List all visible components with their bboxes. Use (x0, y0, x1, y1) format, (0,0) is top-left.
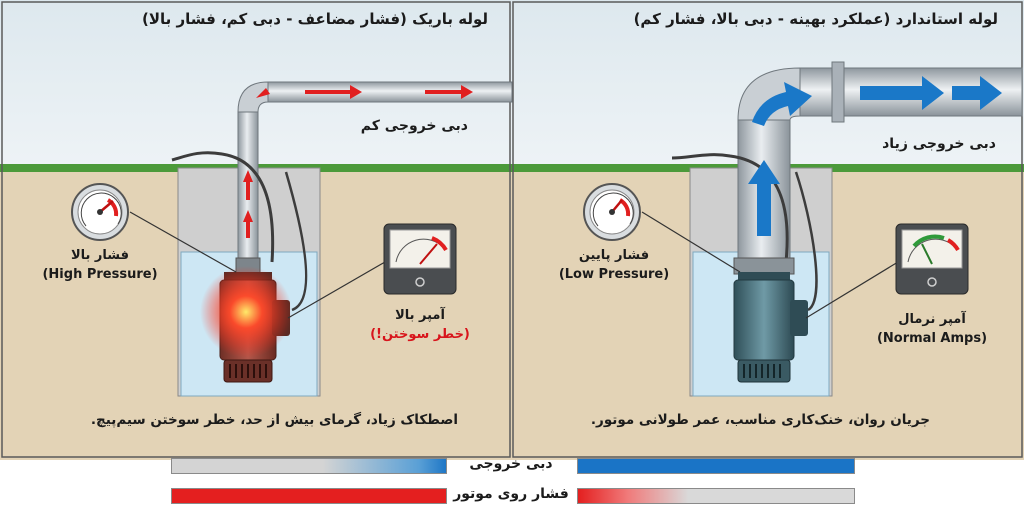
legend-flow-bar-left (171, 458, 447, 474)
legend-flow-bar-right (577, 458, 855, 474)
right-gauge-label-en: (Low Pressure) (558, 267, 670, 282)
legend-flow-label: دبی خروجی (469, 456, 553, 472)
overheat-glow (200, 266, 292, 358)
right-pump-intake-slots (743, 364, 781, 378)
right-gauge-label: فشار پایین (Low Pressure) (544, 246, 684, 284)
right-pump-neck (733, 257, 795, 275)
left-flow-arrows (243, 85, 473, 238)
left-gauge-line (129, 211, 237, 273)
right-gauge-label-fa: فشار پایین (578, 248, 650, 263)
right-panel-frame (512, 1, 1023, 458)
left-ammeter-needle (419, 243, 438, 265)
right-ammeter-needle (921, 243, 933, 265)
right-amp-label: آمپر نرمال (Normal Amps) (862, 310, 1002, 348)
legend-pressure-bar-right (577, 488, 855, 504)
left-amp-warning: (خطر سوختن!) (370, 327, 470, 342)
right-pipe-flange (831, 61, 845, 123)
left-gauge-label-en: (High Pressure) (42, 267, 158, 282)
left-ammeter-line (287, 261, 386, 319)
right-amp-label-en: (Normal Amps) (876, 331, 988, 346)
left-panel-title: لوله باریک (فشار مضاعف - دبی کم، فشار با… (141, 10, 488, 28)
left-pump-intake-slots (229, 364, 267, 378)
left-caption: اصطکاک زیاد، گرمای بیش از حد، خطر سوختن … (90, 412, 458, 428)
right-flow-arrows (748, 76, 1002, 236)
left-panel-frame (1, 1, 511, 458)
right-pump-intake (737, 359, 791, 383)
left-control-cable (284, 171, 308, 312)
right-control-cable (794, 171, 818, 312)
right-caption: جریان روان، خنک‌کاری مناسب، عمر طولانی م… (590, 412, 930, 428)
grass-strip (0, 164, 1024, 172)
right-pump-cable-box (790, 300, 808, 336)
left-power-cable (171, 151, 275, 263)
left-outlet-pipe (267, 81, 513, 103)
right-pump-motor (733, 279, 795, 361)
left-gauge-label: فشار بالا (High Pressure) (30, 246, 170, 284)
diagram-scene (0, 0, 1024, 460)
right-gauge-line (641, 211, 741, 273)
right-panel-title: لوله استاندارد (عملکرد بهینه - دبی بالا،… (633, 10, 998, 28)
right-ammeter-line (805, 261, 899, 319)
legend-pressure-label: فشار روی موتور (453, 486, 569, 502)
left-amp-label: آمپر بالا (خطر سوختن!) (352, 306, 488, 344)
right-amp-label-fa: آمپر نرمال (898, 312, 966, 327)
right-pump-top (738, 272, 790, 282)
right-power-cable (671, 153, 789, 263)
soil-background (0, 168, 1024, 460)
left-gauge-label-fa: فشار بالا (70, 248, 130, 263)
right-flow-label: دبی خروجی زیاد (882, 136, 996, 152)
legend-pressure-bar-left (171, 488, 447, 504)
left-amp-label-fa: آمپر بالا (395, 308, 445, 323)
left-flow-label: دبی خروجی کم (360, 118, 468, 134)
